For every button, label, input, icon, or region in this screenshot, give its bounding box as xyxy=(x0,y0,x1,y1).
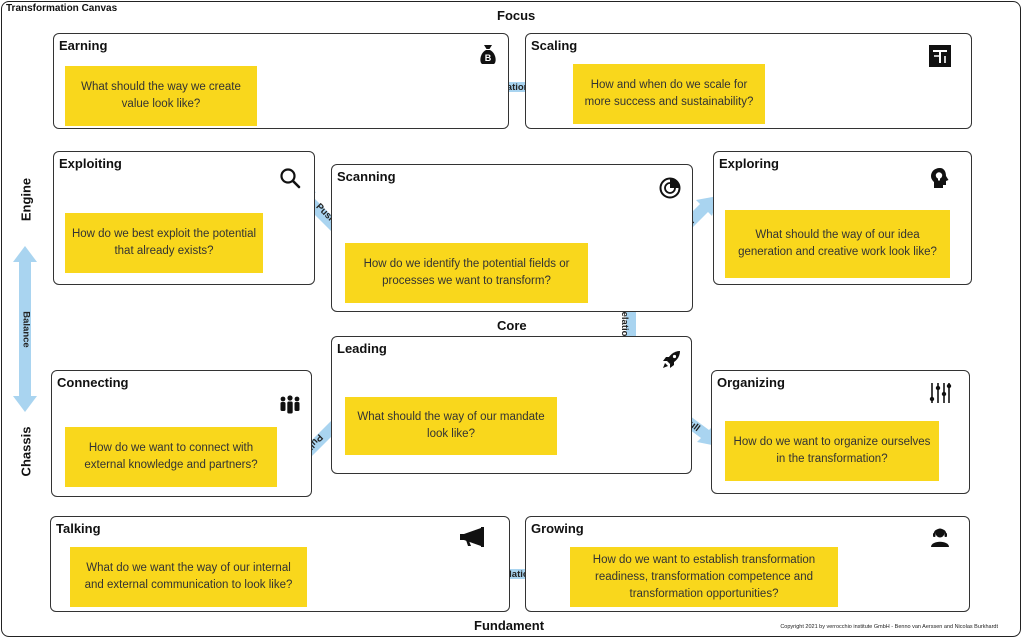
box-scanning-title: Scanning xyxy=(337,169,396,184)
box-organizing-title: Organizing xyxy=(717,375,785,390)
person-headset-icon xyxy=(931,528,949,547)
head-idea-icon xyxy=(931,168,949,188)
copyright-notice: Copyright 2021 by verrocchio institute G… xyxy=(780,624,998,630)
box-scanning: Scanning How do we identify the potentia… xyxy=(331,164,693,312)
canvas-title: Transformation Canvas xyxy=(6,3,118,14)
section-core: Core xyxy=(497,318,527,333)
box-talking-title: Talking xyxy=(56,521,101,536)
rocket-icon xyxy=(663,351,680,368)
box-connecting: Connecting How do we want to connect wit… xyxy=(51,370,312,497)
box-organizing-question: How do we want to organize ourselves in … xyxy=(725,421,939,481)
svg-text:B: B xyxy=(485,53,492,63)
box-scaling-title: Scaling xyxy=(531,38,578,53)
section-focus: Focus xyxy=(497,8,536,23)
box-connecting-question: How do we want to connect with external … xyxy=(65,427,277,487)
box-connecting-title: Connecting xyxy=(57,375,129,390)
relation-bottom-label: Relation xyxy=(497,569,535,580)
box-exploiting-question: How do we best exploit the potential tha… xyxy=(65,213,263,273)
box-exploiting: Exploiting How do we best exploit the po… xyxy=(53,151,315,285)
box-growing-title: Growing xyxy=(531,521,584,536)
section-fundament: Fundament xyxy=(474,618,545,633)
money-bag-icon: B xyxy=(480,45,496,64)
magnifier-icon xyxy=(280,168,301,189)
box-exploring: Exploring What should the way of our ide… xyxy=(713,151,972,285)
box-earning-title: Earning xyxy=(59,38,108,53)
relation-top-label: Relation xyxy=(492,82,530,93)
box-scaling-question: How and when do we scale for more succes… xyxy=(573,64,765,124)
section-chassis: Chassis xyxy=(18,426,34,477)
box-growing: Growing How do we want to establish tran… xyxy=(525,516,970,612)
box-leading: Leading What should the way of our manda… xyxy=(331,336,692,474)
box-growing-question: How do we want to establish transformati… xyxy=(570,547,838,607)
megaphone-icon xyxy=(460,527,484,547)
box-scaling: Scaling How and when do we scale for mor… xyxy=(525,33,972,129)
box-exploiting-title: Exploiting xyxy=(59,156,122,171)
box-exploring-question: What should the way of our idea generati… xyxy=(725,210,950,278)
box-talking-question: What do we want the way of our internal … xyxy=(70,547,307,607)
box-talking: Talking What do we want the way of our i… xyxy=(50,516,510,612)
text-size-icon xyxy=(929,45,951,67)
sliders-icon xyxy=(929,383,952,403)
radar-icon xyxy=(659,177,681,199)
box-leading-question: What should the way of our mandate look … xyxy=(345,397,557,455)
box-earning: Earning B What should the way we create … xyxy=(53,33,509,129)
box-leading-title: Leading xyxy=(337,341,387,356)
box-scanning-question: How do we identify the potential fields … xyxy=(345,243,588,303)
box-organizing: Organizing How do we want to organize ou… xyxy=(711,370,970,494)
balance-label: Balance xyxy=(20,311,32,348)
section-engine: Engine xyxy=(18,177,34,222)
people-group-icon xyxy=(280,395,300,414)
box-exploring-title: Exploring xyxy=(719,156,779,171)
box-earning-question: What should the way we create value look… xyxy=(65,66,257,126)
